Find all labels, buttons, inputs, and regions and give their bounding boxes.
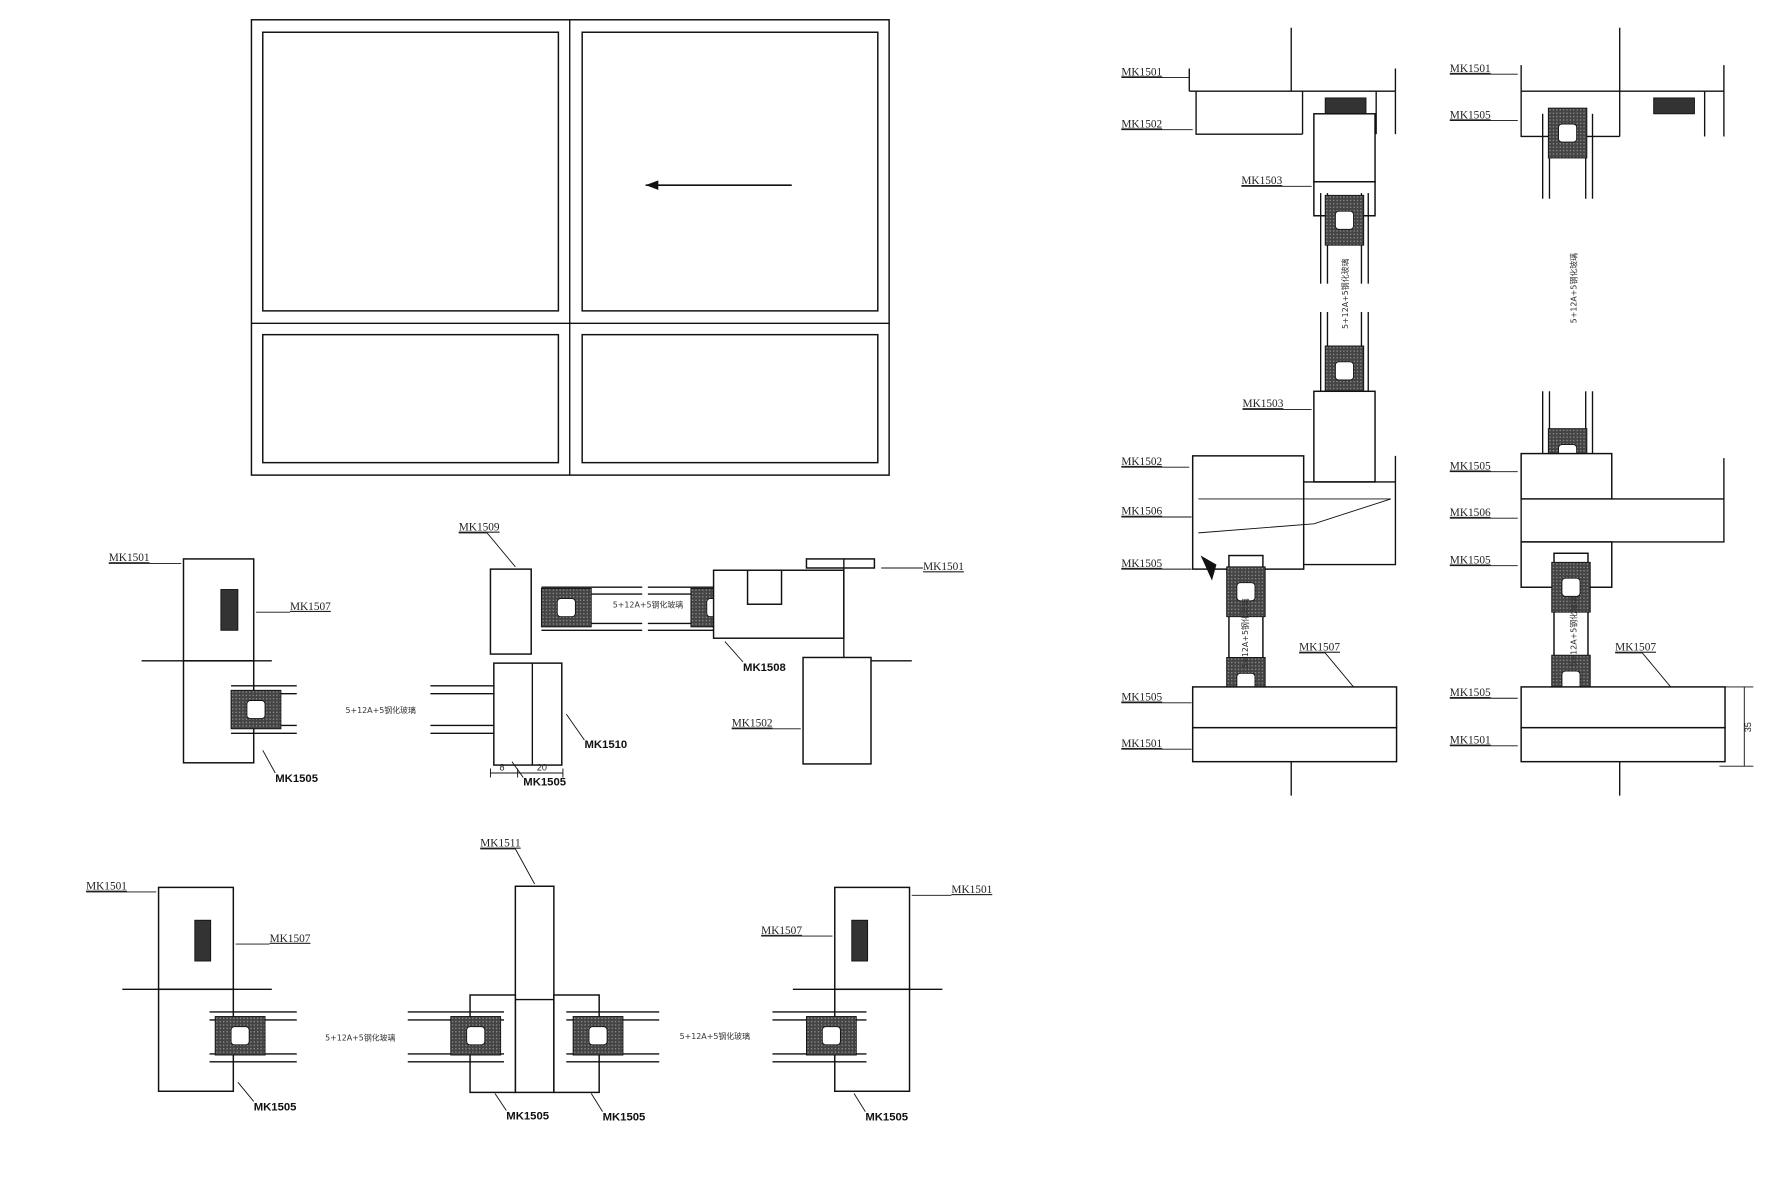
part-label: MK1501	[1121, 66, 1162, 78]
glass-spec-label: 5+12A+5钢化玻璃	[1569, 253, 1579, 323]
part-label: MK1505	[1450, 554, 1491, 566]
part-label: MK1501	[923, 561, 964, 573]
part-label: MK1507	[1299, 642, 1340, 654]
horizontal-section-mid-right	[712, 558, 912, 765]
part-label: MK1506	[1121, 506, 1162, 518]
part-label: MK1502	[732, 718, 773, 730]
part-label: MK1509	[459, 522, 500, 534]
window-elevation	[250, 19, 890, 476]
dimension-35: 35	[1743, 722, 1753, 732]
glass-spec-label: 5+12A+5钢化玻璃	[1340, 258, 1350, 328]
part-label: MK1510	[584, 739, 627, 751]
glass-spec-label: 5+12A+5钢化玻璃	[325, 1032, 395, 1042]
part-label: MK1505	[1450, 687, 1491, 699]
part-label: MK1507	[761, 925, 802, 937]
vertical-section-left	[1188, 27, 1398, 796]
part-label: MK1505	[1121, 558, 1162, 570]
vertical-section-right: 35	[1520, 27, 1754, 796]
part-label: MK1505	[1450, 109, 1491, 121]
glass-spec-label: 5+12A+5钢化玻璃	[1569, 596, 1579, 666]
part-label: MK1506	[1450, 507, 1491, 519]
part-label: MK1507	[1615, 642, 1656, 654]
horizontal-section-bottom-left	[122, 886, 297, 1093]
horizontal-section-bottom-center	[407, 885, 660, 1094]
part-label: MK1505	[506, 1111, 549, 1123]
part-label: MK1501	[1450, 63, 1491, 75]
part-label: MK1501	[1121, 738, 1162, 750]
part-label: MK1501	[951, 884, 992, 896]
part-label: MK1507	[290, 601, 331, 613]
part-label: MK1502	[1121, 118, 1162, 130]
dimension-20: 20	[537, 763, 547, 773]
part-label: MK1503	[1241, 175, 1282, 187]
part-label: MK1505	[275, 773, 318, 785]
part-label: MK1503	[1243, 398, 1284, 410]
part-label: MK1505	[254, 1102, 297, 1114]
part-label: MK1505	[1450, 460, 1491, 472]
part-label: MK1507	[270, 933, 311, 945]
dimension-8: 8	[500, 763, 505, 773]
part-label: MK1505	[1121, 692, 1162, 704]
glass-spec-label: 5+12A+5钢化玻璃	[345, 705, 415, 715]
part-label: MK1502	[1121, 456, 1162, 468]
leader-lines	[86, 73, 1672, 1112]
glass-spec-label: 5+12A+5钢化玻璃	[680, 1031, 750, 1041]
horizontal-section-mid-center: 8 20	[489, 568, 748, 778]
part-label: MK1511	[480, 838, 520, 850]
part-label: MK1505	[603, 1112, 646, 1124]
part-label: MK1505	[865, 1112, 908, 1124]
part-label: MK1508	[743, 662, 786, 674]
horizontal-section-mid-left	[141, 558, 522, 764]
horizontal-section-bottom-right	[772, 886, 943, 1093]
glass-spec-label: 5+12A+5钢化玻璃	[613, 600, 683, 610]
part-label: MK1501	[109, 552, 150, 564]
part-label: MK1505	[523, 776, 566, 788]
part-label: MK1501	[86, 881, 127, 893]
part-label: MK1501	[1450, 735, 1491, 747]
glass-spec-label: 5+12A+5钢化玻璃	[1240, 598, 1250, 668]
